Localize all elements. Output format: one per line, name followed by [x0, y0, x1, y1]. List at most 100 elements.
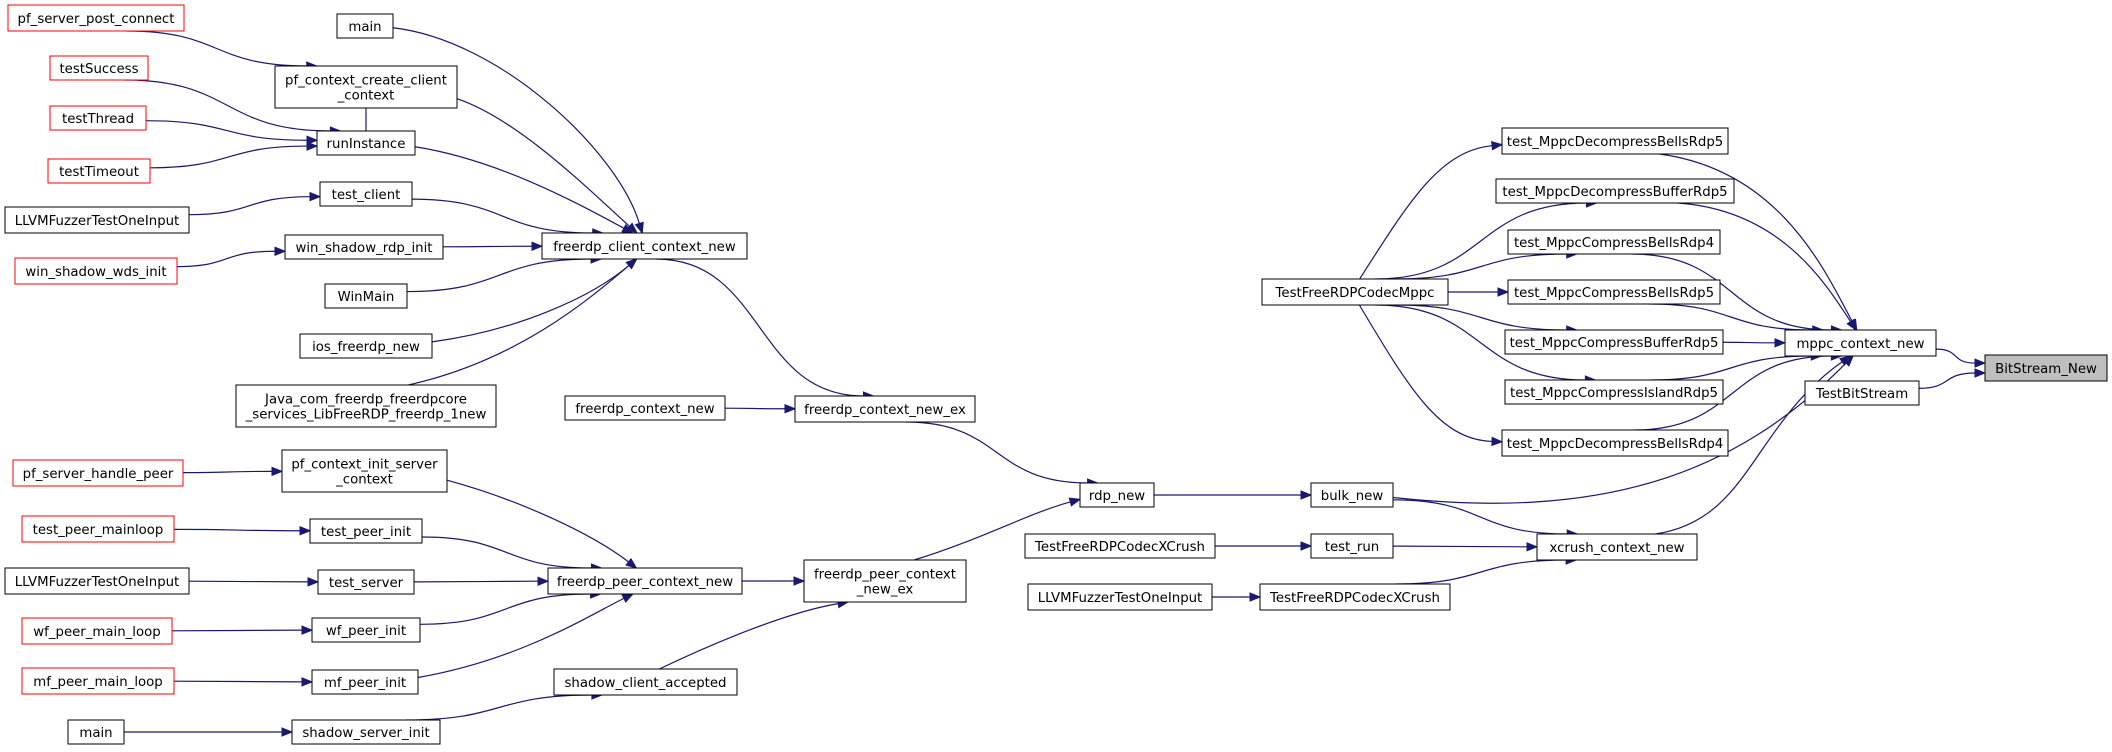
- node-test-run[interactable]: test_run: [1310, 533, 1394, 559]
- node-pf-context-init-server-context[interactable]: pf_context_init_server_context: [281, 449, 448, 493]
- node-pf-context-create-client-context[interactable]: pf_context_create_client_context: [274, 65, 458, 109]
- node-bulk-new[interactable]: bulk_new: [1310, 482, 1394, 508]
- node-test-mppc-compress-bells-rdp5[interactable]: test_MppcCompressBellsRdp5: [1507, 279, 1721, 305]
- node-freerdp-peer-context-new-ex[interactable]: freerdp_peer_context_new_ex: [803, 559, 967, 603]
- node-freerdp-context-new-ex[interactable]: freerdp_context_new_ex: [794, 395, 976, 423]
- node-box: [311, 669, 419, 695]
- node-box: [299, 333, 433, 359]
- edge-line: [656, 258, 864, 397]
- node-box: [336, 13, 394, 39]
- node-label: win_shadow_wds_init: [25, 265, 166, 280]
- node-label: pf_context_create_client: [285, 74, 447, 89]
- node-test-free-rdpcodec-xcrush1[interactable]: TestFreeRDPCodecXCrush: [1024, 533, 1216, 559]
- edge-test-client-to-freerdp-client-context-new: [411, 198, 605, 238]
- node-pf-server-post-connect[interactable]: pf_server_post_connect: [7, 4, 185, 32]
- node-shadow-server-init[interactable]: shadow_server_init: [291, 719, 441, 745]
- edge-line: [421, 536, 592, 569]
- node-wf-peer-main-loop[interactable]: wf_peer_main_loop: [21, 617, 173, 645]
- node-box: [1784, 329, 1937, 357]
- node-rdp-new[interactable]: rdp_new: [1079, 482, 1155, 508]
- node-label: WinMain: [338, 290, 395, 305]
- edge-line: [182, 470, 273, 474]
- node-freerdp-client-context-new[interactable]: freerdp_client_context_new: [541, 232, 748, 260]
- node-label: test_peer_init: [321, 525, 411, 540]
- node-freerdp-context-new[interactable]: freerdp_context_new: [564, 395, 726, 421]
- node-java-com-freerdp[interactable]: Java_com_freerdp_freerdpcore_services_Li…: [235, 384, 497, 428]
- node-test-success[interactable]: testSuccess: [49, 55, 149, 81]
- node-test-mppc-decompress-bells-rdp5[interactable]: test_MppcDecompressBellsRdp5: [1501, 127, 1729, 155]
- node-test-peer-init[interactable]: test_peer_init: [309, 518, 423, 544]
- node-label: test_peer_mainloop: [33, 523, 164, 538]
- node-main1[interactable]: main: [336, 13, 394, 39]
- edge-main1-to-freerdp-client-context-new: [392, 27, 644, 235]
- arrowhead: [537, 576, 550, 586]
- node-box: [1504, 379, 1724, 405]
- node-label: win_shadow_rdp_init: [295, 241, 432, 256]
- edge-pf-context-create-client-context-to-freerdp-client-context-new: [456, 98, 638, 234]
- node-mppc-context-new[interactable]: mppc_context_new: [1784, 329, 1937, 357]
- node-box: [1536, 533, 1698, 561]
- node-llvmfuzzer-test-one-input3[interactable]: LLVMFuzzerTestOneInput: [1027, 583, 1213, 611]
- node-label: shadow_client_accepted: [565, 676, 727, 691]
- node-test-mppc-decompress-buffer-rdp5[interactable]: test_MppcDecompressBufferRdp5: [1495, 178, 1735, 204]
- node-box: [1027, 583, 1213, 611]
- node-llvmfuzzer-test-one-input1[interactable]: LLVMFuzzerTestOneInput: [4, 206, 190, 234]
- arrowhead: [634, 221, 644, 235]
- edge-line: [171, 629, 303, 632]
- edge-line: [176, 250, 276, 268]
- edge-line: [145, 120, 308, 141]
- node-wf-peer-init[interactable]: wf_peer_init: [311, 617, 421, 643]
- node-label: _new_ex: [856, 583, 914, 598]
- node-win-shadow-wds-init[interactable]: win_shadow_wds_init: [14, 257, 178, 285]
- node-test-client[interactable]: test_client: [319, 181, 413, 207]
- node-freerdp-peer-context-new[interactable]: freerdp_peer_context_new: [547, 567, 743, 595]
- node-test-bit-stream[interactable]: TestBitStream: [1804, 380, 1920, 406]
- node-win-shadow-rdp-init[interactable]: win_shadow_rdp_init: [284, 234, 444, 260]
- edge-win-main-to-freerdp-client-context-new: [406, 254, 603, 293]
- node-box: [1507, 279, 1721, 305]
- edge-rdp-new-to-bulk-new: [1154, 490, 1313, 500]
- node-box: [1501, 127, 1729, 155]
- node-box: [1261, 278, 1449, 306]
- node-test-mppc-compress-island-rdp5[interactable]: test_MppcCompressIslandRdp5: [1504, 379, 1724, 405]
- node-ios-freerdp-new[interactable]: ios_freerdp_new: [299, 333, 433, 359]
- arrowhead: [1774, 338, 1787, 348]
- node-label: wf_peer_main_loop: [33, 625, 160, 640]
- arrowhead: [307, 577, 320, 587]
- edge-test-server-to-freerdp-peer-context-new: [413, 576, 550, 586]
- node-test-server[interactable]: test_server: [317, 569, 415, 595]
- edge-wf-peer-init-to-freerdp-peer-context-new: [419, 589, 602, 625]
- node-win-main[interactable]: WinMain: [324, 283, 408, 309]
- node-test-timeout[interactable]: testTimeout: [47, 158, 151, 184]
- node-xcrush-context-new[interactable]: xcrush_context_new: [1536, 533, 1698, 561]
- node-test-free-rdpcodec-mppc[interactable]: TestFreeRDPCodecMppc: [1261, 278, 1449, 306]
- node-label: freerdp_context_new_ex: [804, 403, 966, 418]
- node-main2[interactable]: main: [67, 719, 125, 745]
- node-llvmfuzzer-test-one-input2[interactable]: LLVMFuzzerTestOneInput: [4, 567, 190, 595]
- node-test-mppc-decompress-bells-rdp4[interactable]: test_MppcDecompressBellsRdp4: [1501, 429, 1729, 457]
- node-box: [1310, 482, 1394, 508]
- node-test-thread[interactable]: testThread: [49, 105, 147, 131]
- edge-test-peer-mainloop-to-test-peer-init: [173, 526, 312, 536]
- edge-line: [1395, 253, 1567, 280]
- node-run-instance[interactable]: runInstance: [316, 130, 416, 156]
- edge-line: [1358, 304, 1493, 443]
- node-box: [553, 668, 738, 696]
- node-test-free-rdpcodec-xcrush2[interactable]: TestFreeRDPCodecXCrush: [1259, 583, 1451, 611]
- node-mf-peer-init[interactable]: mf_peer_init: [311, 669, 419, 695]
- node-mf-peer-main-loop[interactable]: mf_peer_main_loop: [21, 667, 175, 695]
- edge-test-free-rdpcodec-mppc-to-test-mppc-compress-bells-rdp5: [1448, 287, 1510, 297]
- node-label: bulk_new: [1321, 489, 1384, 504]
- edge-line: [659, 603, 839, 670]
- node-label: Java_com_freerdp_freerdpcore: [264, 393, 467, 408]
- edge-test-run-to-xcrush-context-new: [1392, 542, 1539, 552]
- node-test-mppc-compress-buffer-rdp5[interactable]: test_MppcCompressBufferRdp5: [1504, 329, 1724, 355]
- node-box: [235, 384, 497, 428]
- node-pf-server-handle-peer[interactable]: pf_server_handle_peer: [12, 459, 184, 487]
- node-label: TestFreeRDPCodecMppc: [1275, 286, 1435, 301]
- edge-line: [414, 146, 625, 229]
- node-shadow-client-accepted[interactable]: shadow_client_accepted: [553, 668, 738, 696]
- node-test-peer-mainloop[interactable]: test_peer_mainloop: [21, 515, 175, 543]
- node-test-mppc-compress-bells-rdp4[interactable]: test_MppcCompressBellsRdp4: [1507, 229, 1721, 255]
